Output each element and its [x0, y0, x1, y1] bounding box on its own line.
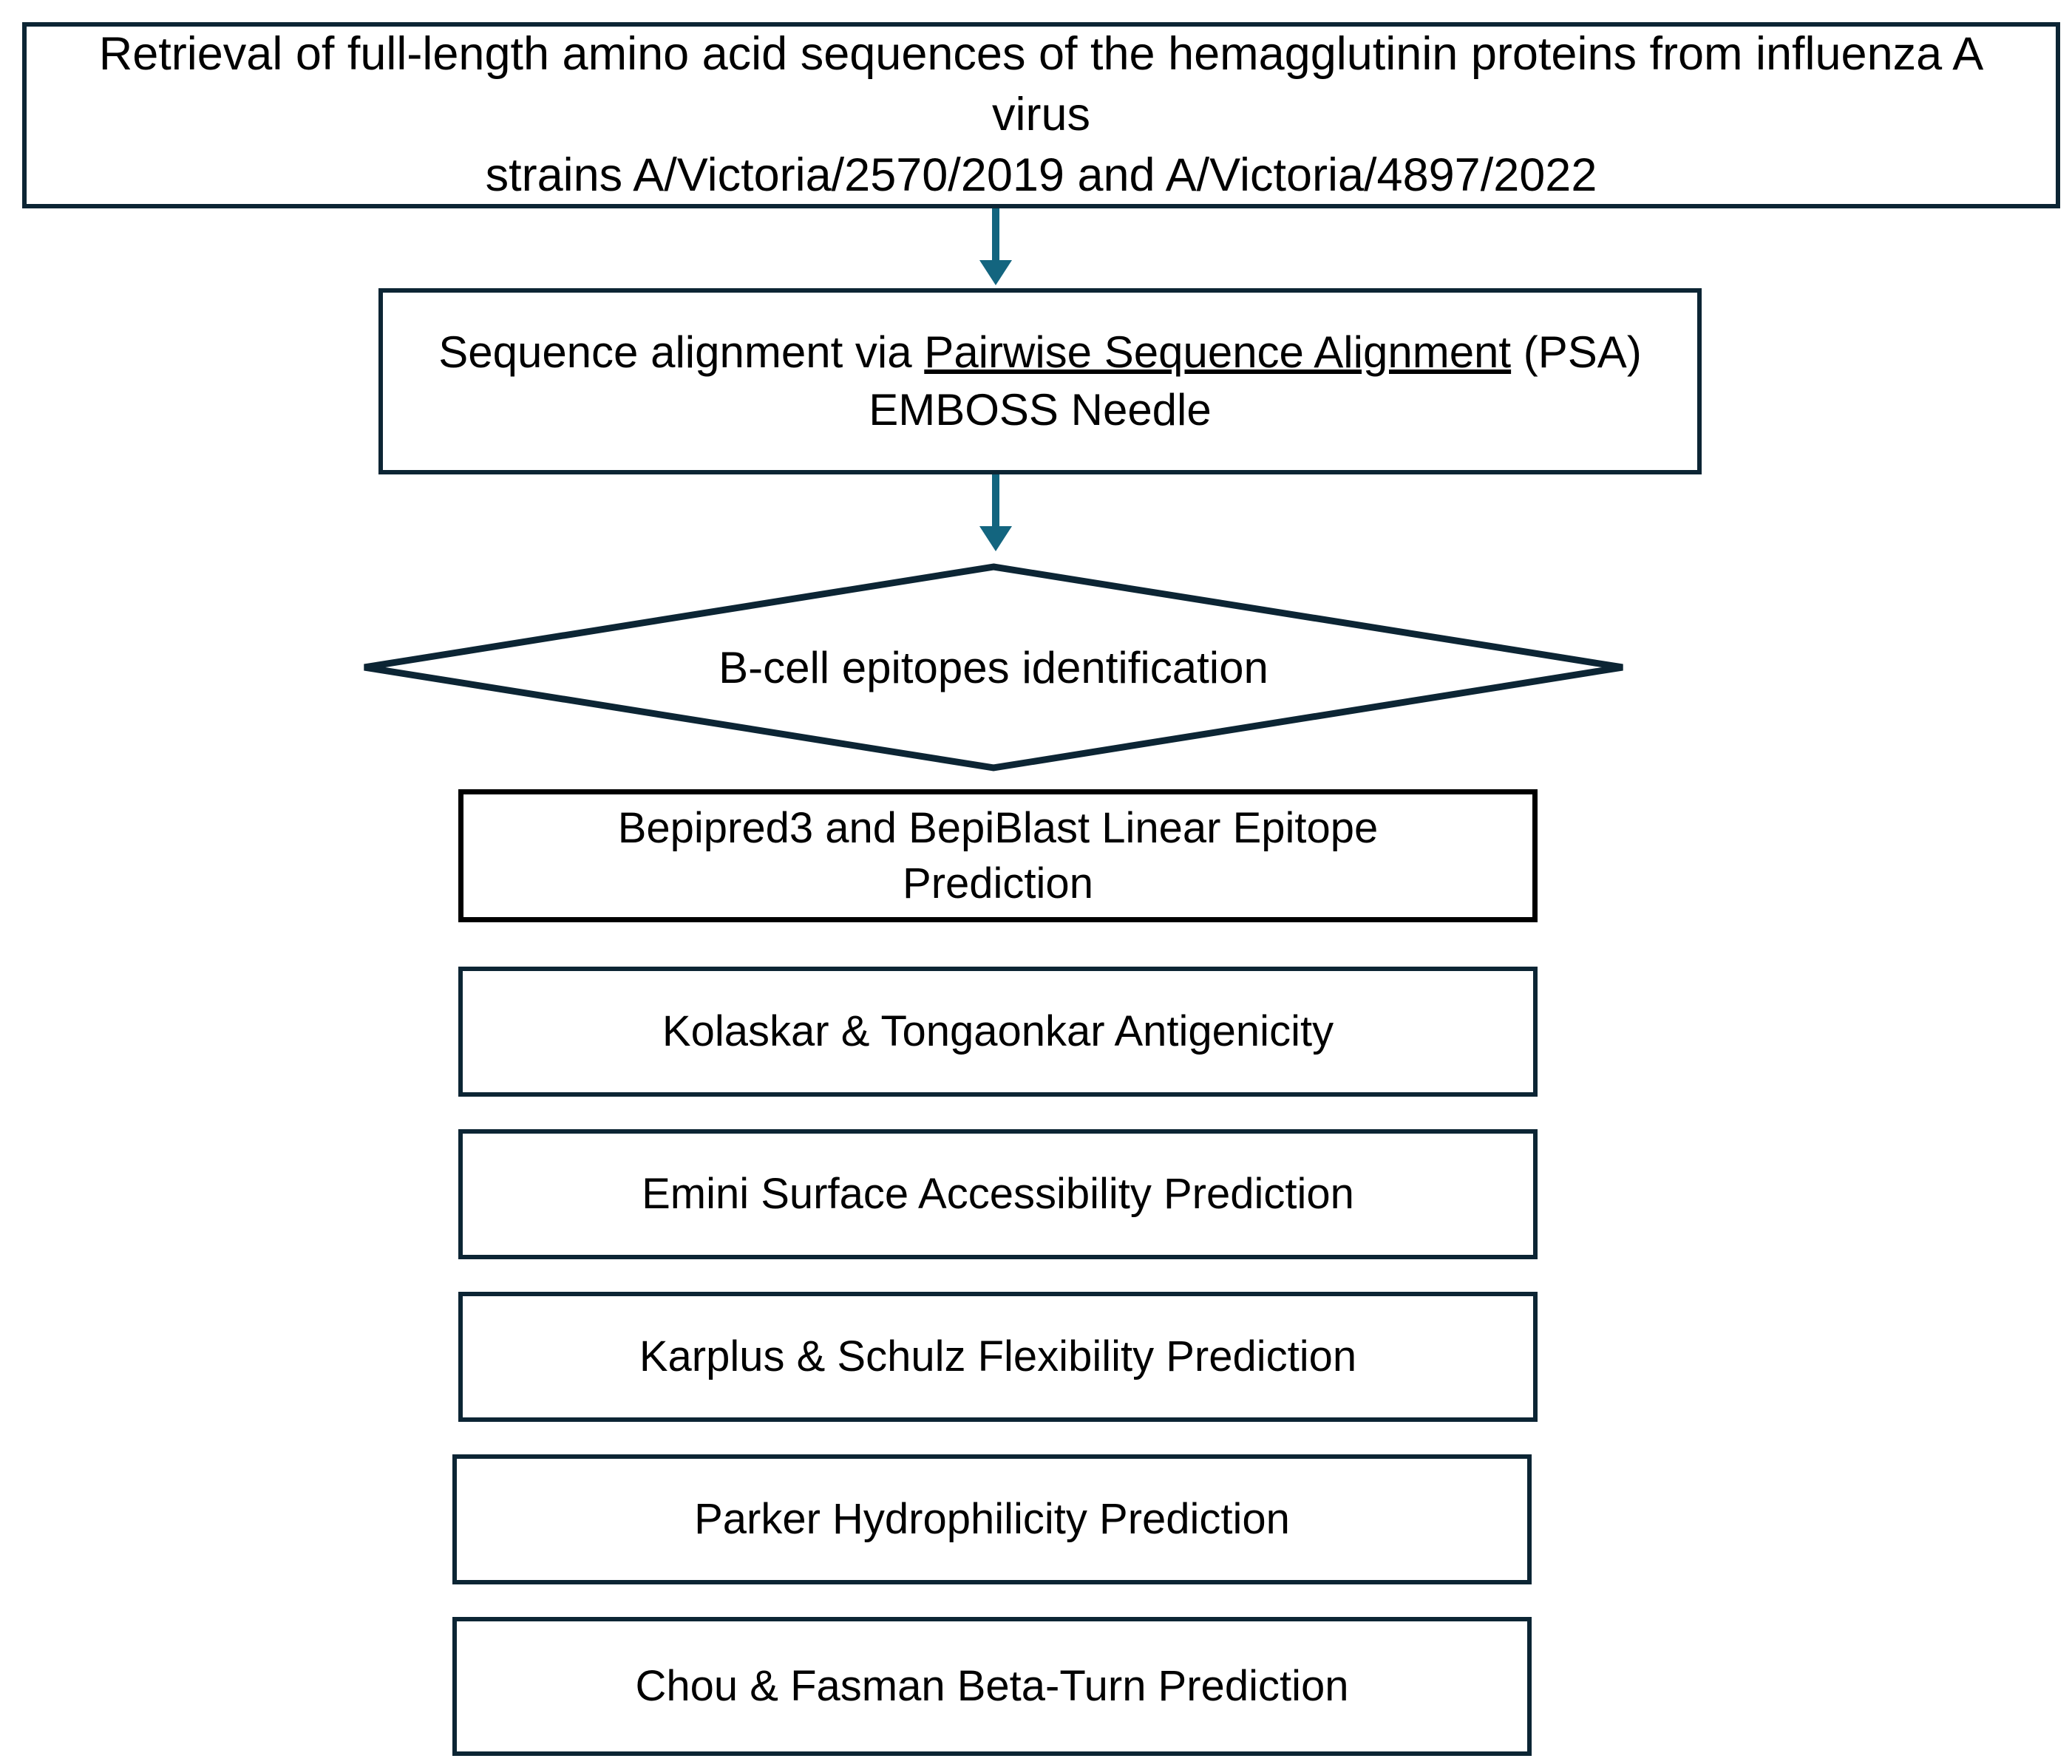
node-prediction-1-label: Kolaskar & Tongaonkar Antigenicity [662, 1007, 1334, 1056]
node-prediction-0-line2: Prediction [903, 859, 1093, 907]
node-alignment-line1: Sequence alignment via Pairwise Sequence… [438, 324, 1642, 381]
arrow-shaft [992, 208, 999, 263]
node-prediction-3: Karplus & Schulz Flexibility Prediction [458, 1292, 1538, 1422]
node-prediction-0-line1: Bepipred3 and BepiBlast Linear Epitope [617, 803, 1379, 852]
node-prediction-0: Bepipred3 and BepiBlast Linear Epitope P… [458, 789, 1538, 922]
arrow-head-icon [979, 526, 1012, 551]
node-decision-bcell-epitopes: B-cell epitopes identification [361, 563, 1626, 772]
node-retrieval-line2: strains A/Victoria/2570/2019 and A/Victo… [485, 149, 1597, 201]
node-prediction-4-label: Parker Hydrophilicity Prediction [694, 1495, 1290, 1544]
node-prediction-4: Parker Hydrophilicity Prediction [452, 1454, 1532, 1584]
node-decision-label: B-cell epitopes identification [719, 642, 1268, 692]
node-prediction-2: Emini Surface Accessibility Prediction [458, 1129, 1538, 1259]
node-alignment-link-psa[interactable]: Pairwise Sequence Alignment [924, 327, 1512, 377]
node-retrieval-text: Retrieval of full-length amino acid sequ… [56, 24, 2026, 206]
arrow-shaft [992, 474, 999, 529]
node-alignment-text-after: (PSA) [1511, 327, 1642, 377]
node-alignment-line2: EMBOSS Needle [869, 385, 1212, 435]
node-alignment-text: Sequence alignment via Pairwise Sequence… [438, 324, 1642, 439]
node-prediction-2-label: Emini Surface Accessibility Prediction [642, 1170, 1354, 1219]
node-prediction-5: Chou & Fasman Beta-Turn Prediction [452, 1617, 1532, 1756]
arrow-head-icon [979, 260, 1012, 285]
node-alignment-text-before: Sequence alignment via [438, 327, 925, 377]
node-prediction-3-label: Karplus & Schulz Flexibility Prediction [639, 1332, 1357, 1381]
node-retrieval: Retrieval of full-length amino acid sequ… [22, 22, 2060, 208]
node-sequence-alignment: Sequence alignment via Pairwise Sequence… [378, 288, 1702, 474]
node-prediction-5-label: Chou & Fasman Beta-Turn Prediction [635, 1662, 1349, 1711]
diamond-shape-icon [364, 563, 1623, 772]
node-retrieval-line1: Retrieval of full-length amino acid sequ… [98, 28, 1984, 141]
node-prediction-0-text: Bepipred3 and BepiBlast Linear Epitope P… [618, 800, 1379, 912]
node-prediction-1: Kolaskar & Tongaonkar Antigenicity [458, 967, 1538, 1097]
